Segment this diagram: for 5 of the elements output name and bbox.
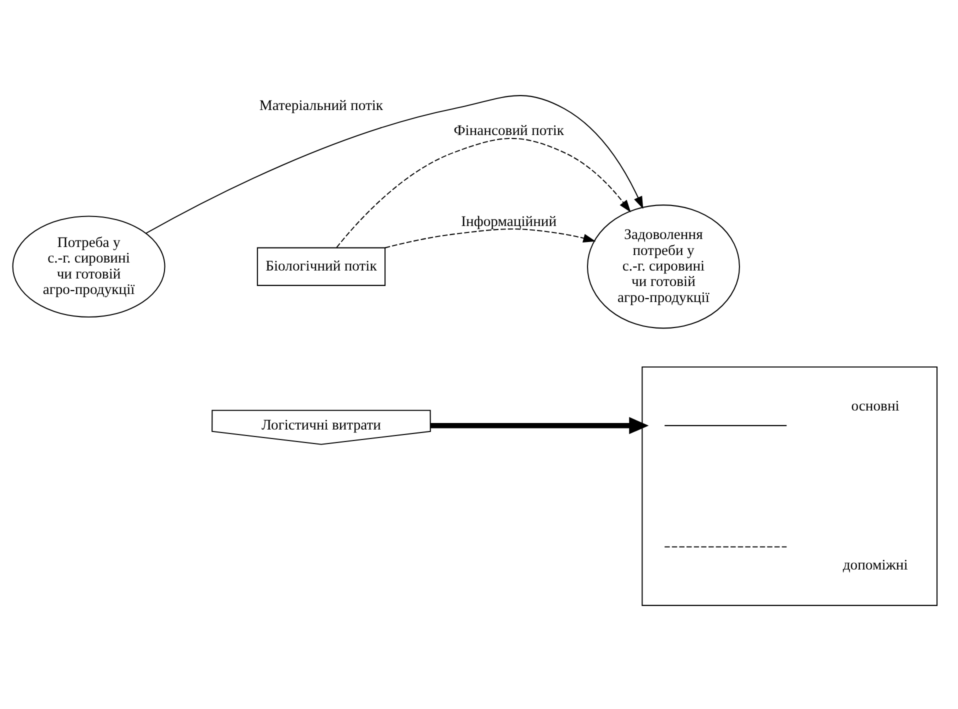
- edge-label: Матеріальний потік: [259, 98, 384, 114]
- edge-label: Фінансовий потік: [454, 123, 564, 140]
- edge-label: Інформаційний: [461, 214, 557, 230]
- legend-label: основні: [851, 398, 900, 415]
- legend-label: допоміжні: [842, 558, 908, 574]
